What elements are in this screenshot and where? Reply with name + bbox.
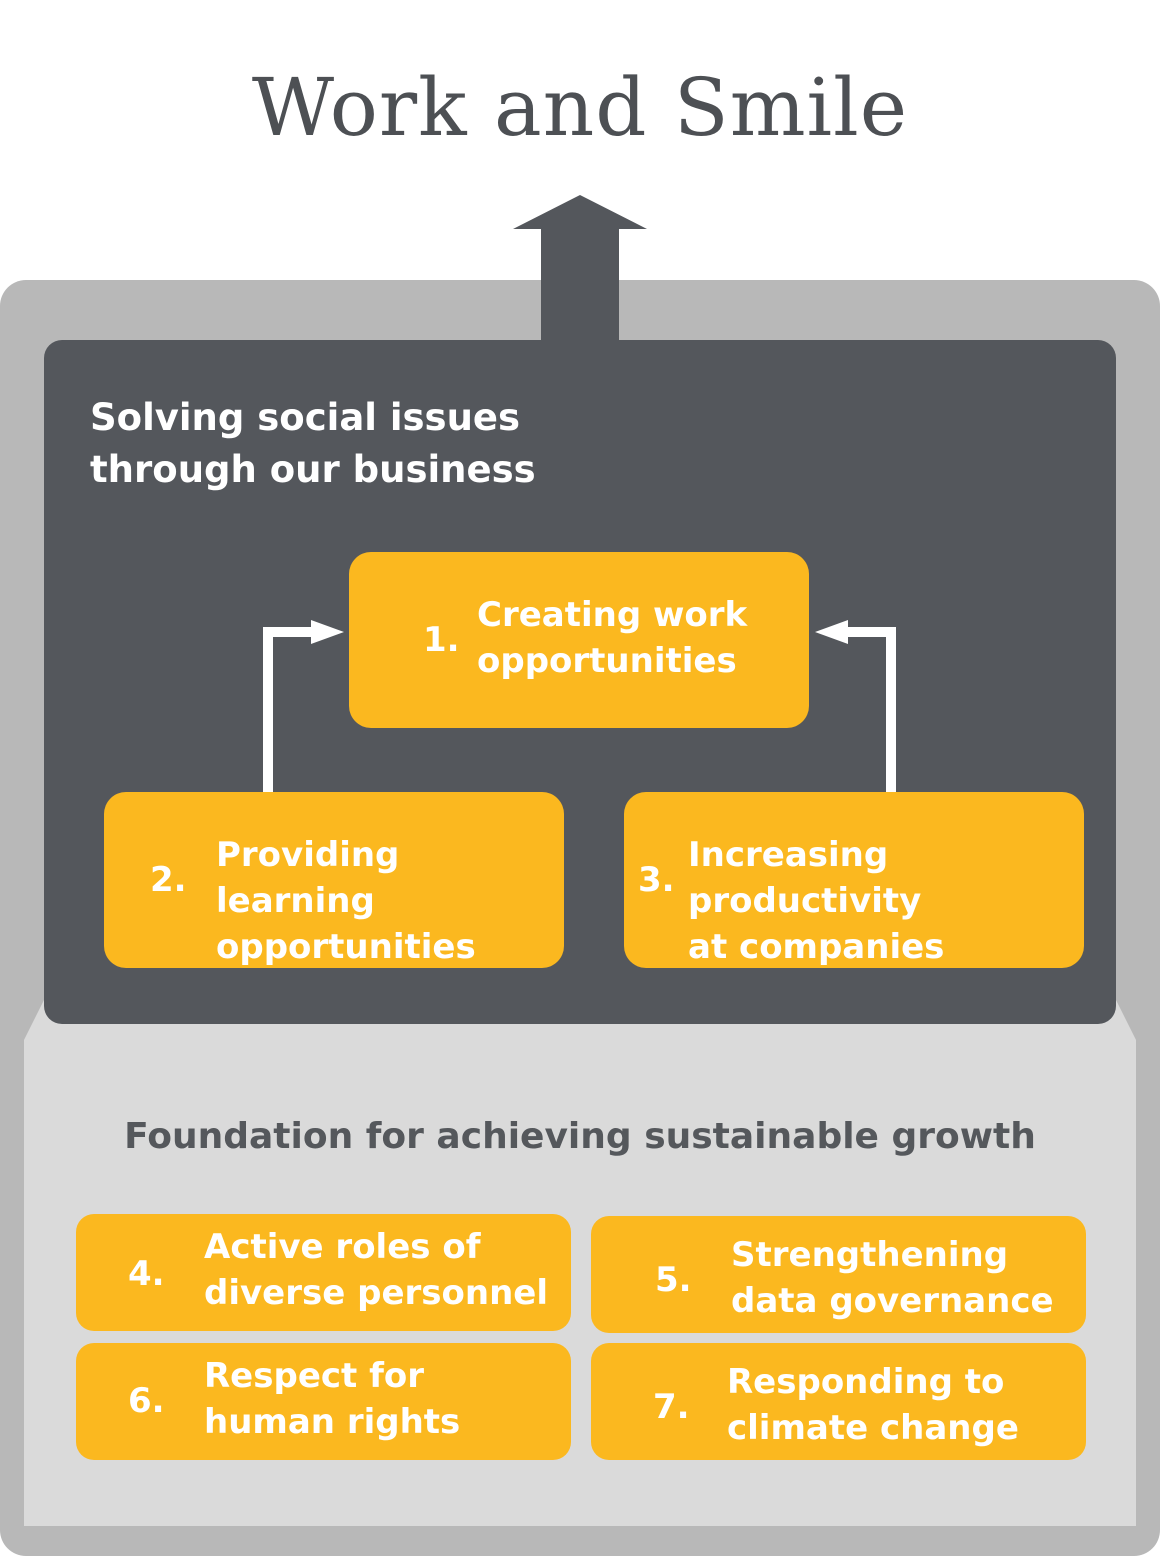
item-number: 6. [128,1381,165,1421]
item-number: 4. [128,1254,165,1294]
item-label: Creating work opportunities [477,595,748,681]
item-label: Increasing productivity at companies [688,835,945,967]
item-box-4: 4. Active roles of diverse personnel [76,1214,571,1331]
arrowhead-right-icon [815,620,848,644]
item-number: 5. [655,1260,692,1300]
business-section-title: Solving social issues through our busine… [90,396,536,491]
connector-arrow-left [263,627,316,792]
item-label: Respect for human rights [204,1356,461,1442]
page-title: Work and Smile [251,61,909,154]
item-box-1: 1. Creating work opportunities [349,552,809,728]
item-box-6: 6. Respect for human rights [76,1343,571,1460]
item-box-3: 3. Increasing productivity at companies [624,792,1084,968]
item-label: Active roles of diverse personnel [204,1227,549,1313]
item-label: Responding to climate change [727,1362,1019,1448]
upward-arrow-icon [513,195,647,342]
item-number: 2. [150,860,187,900]
item-number: 7. [653,1387,690,1427]
item-number: 1. [423,620,460,660]
arrowhead-left-icon [311,620,344,644]
item-box-2: 2. Providing learning opportunities [104,792,564,968]
foundation-section-title: Foundation for achieving sustainable gro… [124,1116,1036,1157]
item-number: 3. [638,860,675,900]
item-label: Providing learning opportunities [216,835,476,967]
item-box-5: 5. Strengthening data governance [591,1216,1086,1333]
item-label: Strengthening data governance [731,1235,1054,1321]
item-box-7: 7. Responding to climate change [591,1343,1086,1460]
connector-arrow-right [843,627,896,792]
